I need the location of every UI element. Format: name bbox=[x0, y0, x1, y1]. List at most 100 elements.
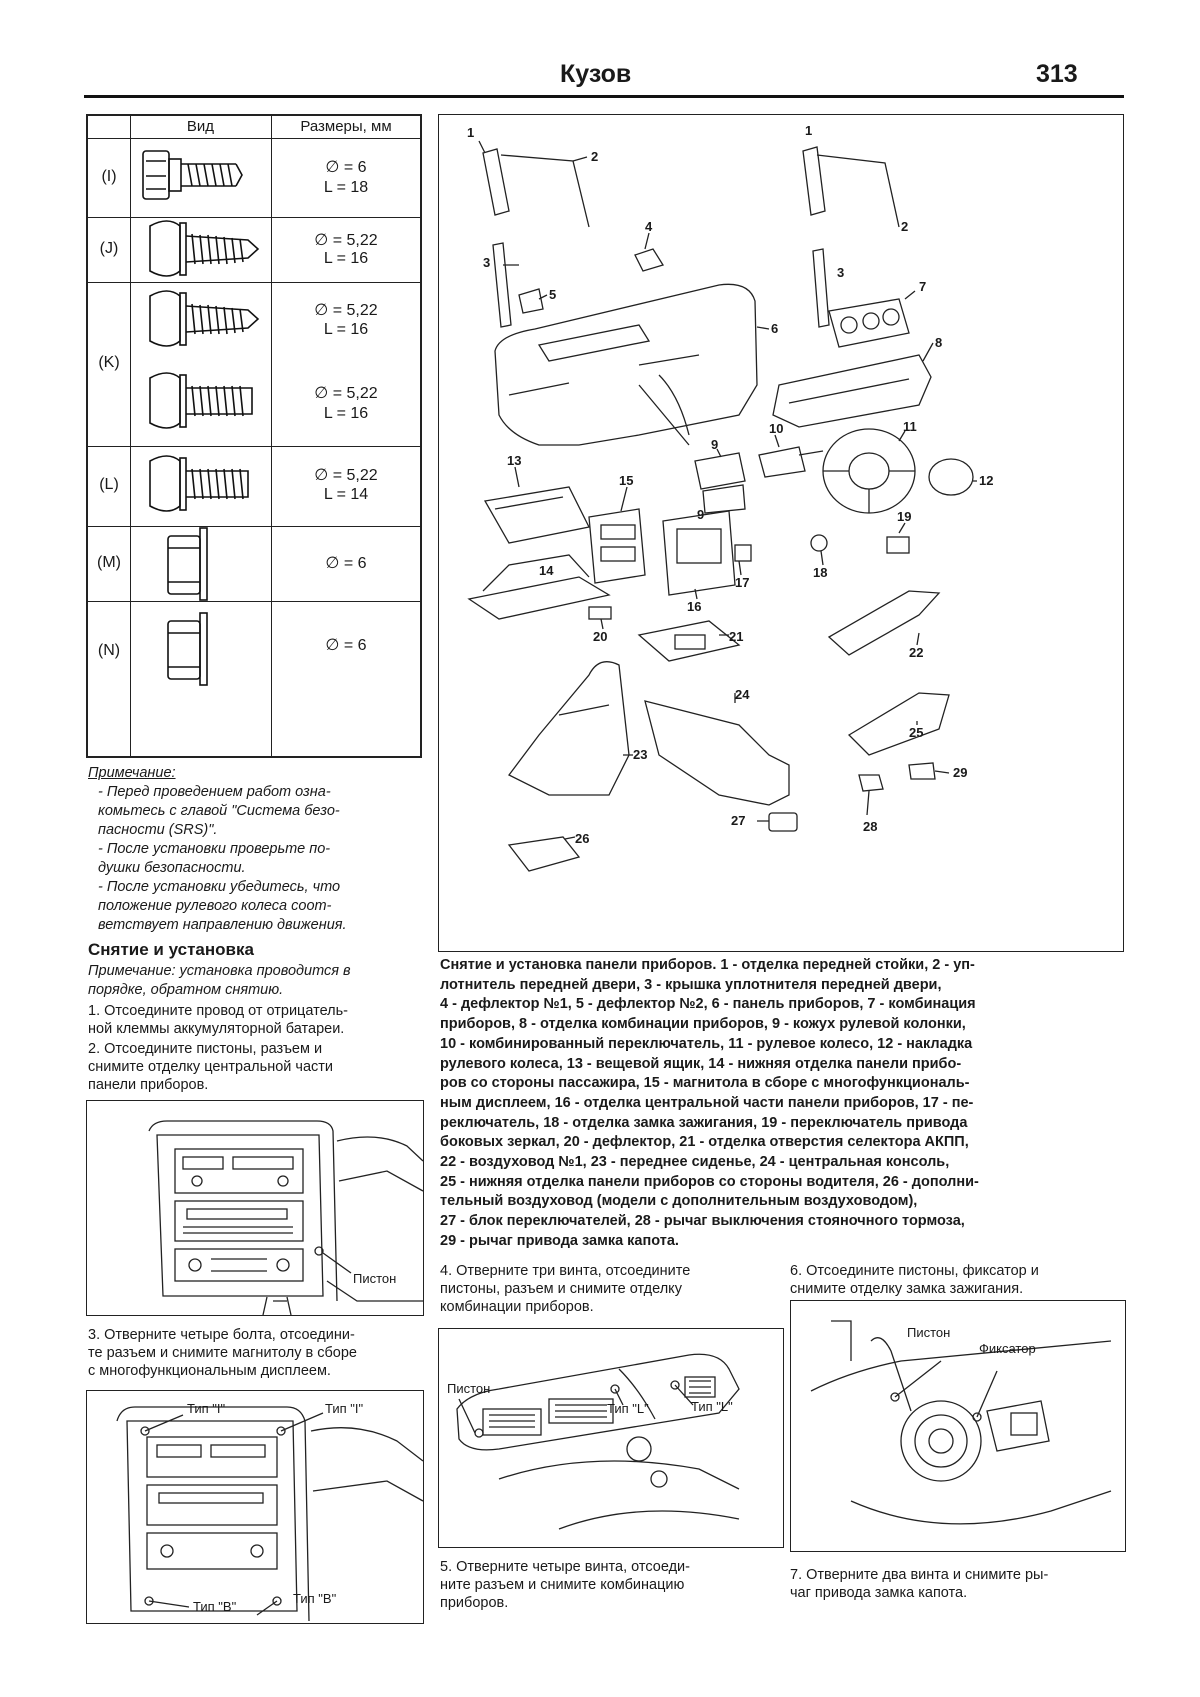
center-panel-drawing bbox=[148, 1120, 424, 1316]
caption-line: тельный воздуховод (модели с дополнитель… bbox=[440, 1193, 918, 1210]
fastener-dim: ∅ = 6 bbox=[325, 159, 367, 176]
label-type-l: Тип "L" bbox=[607, 1401, 649, 1416]
fastener-dim: L = 16 bbox=[323, 250, 369, 267]
callout-17: 17 bbox=[735, 575, 750, 590]
callout-9: 9 bbox=[711, 437, 719, 452]
caption-line: 22 - воздуховод №1, 23 - переднее сидень… bbox=[440, 1154, 950, 1171]
caption-line: лотнитель передней двери, 3 - крышка упл… bbox=[440, 976, 942, 993]
callout-3-right: 3 bbox=[837, 265, 845, 280]
step-line: 5. Отверните четыре винта, отсоеди- bbox=[440, 1559, 690, 1575]
fastener-code: (J) bbox=[99, 240, 119, 257]
caption-line: Снятие и установка панели приборов. 1 - … bbox=[440, 957, 975, 973]
note-line: положение рулевого колеса соот- bbox=[98, 898, 332, 914]
callout-5: 5 bbox=[549, 287, 557, 302]
step-line: с многофункциональным дисплеем. bbox=[88, 1363, 331, 1379]
note-line: душки безопасности. bbox=[98, 860, 246, 876]
callout-29: 29 bbox=[953, 765, 968, 780]
ignition-trim-drawing bbox=[810, 1320, 1112, 1525]
callout-1: 1 bbox=[467, 125, 475, 140]
callout-1-right: 1 bbox=[805, 123, 813, 138]
figure-radio-bolts: Тип "I" Тип "I" Тип "B" Тип "B" bbox=[86, 1390, 424, 1624]
note-block: Примечание: - Перед проведением работ оз… bbox=[88, 764, 428, 935]
callout-15: 15 bbox=[619, 473, 634, 488]
label-type-l: Тип "L" bbox=[691, 1399, 733, 1414]
note-line: - После установки проверьте по- bbox=[98, 841, 331, 857]
fastener-dim: L = 14 bbox=[323, 486, 369, 503]
callout-28: 28 bbox=[863, 819, 878, 834]
callout-11: 11 bbox=[903, 419, 917, 434]
step-line: 7. Отверните два винта и снимите ры- bbox=[790, 1567, 1049, 1583]
callout-6: 6 bbox=[771, 321, 779, 336]
caption-line: 29 - рычаг привода замка капота. bbox=[440, 1232, 679, 1249]
label-piston: Пистон bbox=[353, 1271, 397, 1286]
callout-9-lower: 9 bbox=[697, 507, 705, 522]
callout-24: 24 bbox=[735, 687, 750, 702]
note-line: - После установки убедитесь, что bbox=[98, 879, 341, 895]
callout-14: 14 bbox=[539, 563, 554, 578]
caption-line: боковых зеркал, 20 - дефлектор, 21 - отд… bbox=[440, 1134, 969, 1151]
fastener-code: (M) bbox=[97, 554, 121, 571]
callout-25: 25 bbox=[909, 725, 924, 740]
fastener-code: (N) bbox=[97, 642, 121, 659]
step-line: снимите отделку замка зажигания. bbox=[790, 1281, 1024, 1297]
fastener-dim: ∅ = 5,22 bbox=[314, 385, 378, 402]
callout-26: 26 bbox=[575, 831, 590, 846]
step-line: 3. Отверните четыре болта, отсоедини- bbox=[88, 1327, 355, 1343]
label-type-b: Тип "B" bbox=[193, 1599, 237, 1614]
screw-k1-icon bbox=[149, 290, 260, 347]
step-line: комбинации приборов. bbox=[440, 1299, 594, 1315]
step-line: те разъем и снимите магнитолу в сборе bbox=[88, 1345, 357, 1361]
label-fixator: Фиксатор bbox=[979, 1341, 1036, 1356]
step-line: 1. Отсоедините провод от отрицатель- bbox=[88, 1003, 349, 1019]
callout-27: 27 bbox=[731, 813, 746, 828]
fastener-code: (I) bbox=[101, 168, 117, 185]
caption-line: 10 - комбинированный переключатель, 11 -… bbox=[440, 1035, 973, 1052]
fastener-dim: L = 16 bbox=[323, 405, 369, 422]
figure-cluster-trim: Пистон Тип "L" Тип "L" bbox=[438, 1328, 784, 1548]
fastener-table: Вид Размеры, мм (I) ∅ = 6 L = 18 (J) ∅ =… bbox=[86, 114, 422, 758]
step-line: панели приборов. bbox=[88, 1077, 209, 1093]
header-rule bbox=[84, 95, 1124, 98]
step-line: 6. Отсоедините пистоны, фиксатор и bbox=[790, 1263, 1039, 1279]
note-line: пасности (SRS)". bbox=[98, 822, 218, 838]
caption-line: 4 - дефлектор №1, 5 - дефлектор №2, 6 - … bbox=[440, 996, 976, 1013]
note-title: Примечание: bbox=[88, 765, 176, 781]
step-line: снимите отделку центральной части bbox=[88, 1059, 333, 1075]
caption-line: реключатель, 18 - отделка замка зажигани… bbox=[440, 1114, 968, 1131]
step-6: 6. Отсоедините пистоны, фиксатор и сними… bbox=[790, 1262, 1130, 1298]
fastener-dim: L = 16 bbox=[323, 321, 369, 338]
callout-10: 10 bbox=[769, 421, 784, 436]
figure-dashboard-exploded: 1 2 3 4 5 6 7 8 9 10 11 12 13 14 15 16 1… bbox=[438, 114, 1124, 952]
step-line: ной клеммы аккумуляторной батареи. bbox=[88, 1021, 345, 1037]
note-line: - Перед проведением работ озна- bbox=[98, 784, 331, 800]
cluster-trim-drawing bbox=[456, 1353, 740, 1530]
label-piston: Пистон bbox=[907, 1325, 951, 1340]
figure-center-panel: Пистон bbox=[86, 1100, 424, 1316]
step-line: ните разъем и снимите комбинацию bbox=[440, 1577, 685, 1593]
callout-20: 20 bbox=[593, 629, 608, 644]
column-header-view: Вид bbox=[186, 118, 215, 135]
caption-line: 25 - нижняя отделка панели приборов со с… bbox=[440, 1173, 979, 1190]
note-line: ветствует направлению движения. bbox=[98, 917, 347, 933]
callout-19: 19 bbox=[897, 509, 912, 524]
callout-12: 12 bbox=[979, 473, 994, 488]
fastener-dim: ∅ = 5,22 bbox=[314, 232, 378, 249]
caption-line: ров со стороны пассажира, 15 - магнитола… bbox=[440, 1075, 970, 1092]
fastener-code: (L) bbox=[99, 476, 119, 493]
callout-23: 23 bbox=[633, 747, 648, 762]
callout-7: 7 bbox=[919, 279, 927, 294]
fastener-drawings bbox=[142, 150, 260, 686]
step-line: пистоны, разъем и снимите отделку bbox=[440, 1281, 682, 1297]
fastener-dim: ∅ = 5,22 bbox=[314, 302, 378, 319]
label-piston: Пистон bbox=[447, 1381, 491, 1396]
step-line: 4. Отверните три винта, отсоедините bbox=[440, 1263, 691, 1279]
step-5: 5. Отверните четыре винта, отсоеди- ните… bbox=[440, 1558, 780, 1612]
step-3: 3. Отверните четыре болта, отсоедини- те… bbox=[88, 1326, 428, 1380]
callout-3: 3 bbox=[483, 255, 491, 270]
fastener-code: (K) bbox=[98, 354, 120, 371]
bolt-i-icon bbox=[142, 150, 243, 200]
label-type-i: Тип "I" bbox=[325, 1401, 364, 1416]
page-number: 313 bbox=[1036, 60, 1078, 88]
step-1: 1. Отсоедините провод от отрицатель- ной… bbox=[88, 1002, 428, 1038]
callout-4: 4 bbox=[645, 219, 653, 234]
